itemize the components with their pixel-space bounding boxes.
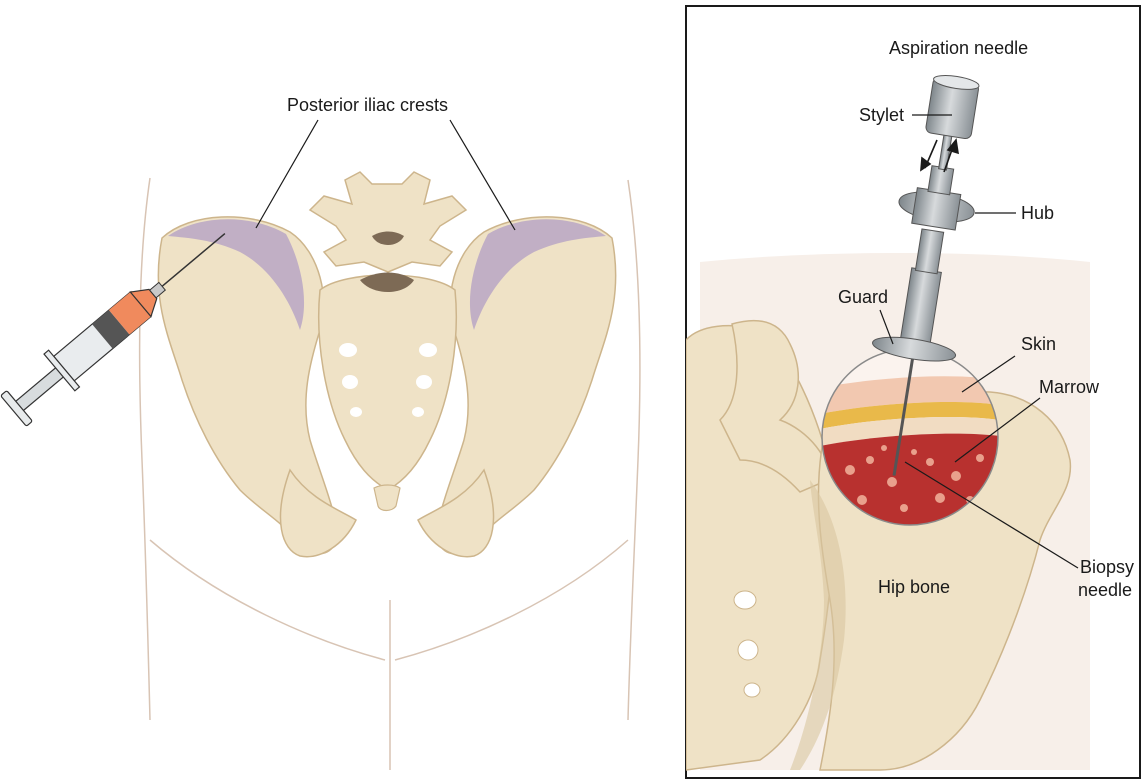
sacral-foramen <box>342 375 358 389</box>
buttock-crease-right <box>395 540 628 660</box>
skin-label: Skin <box>1021 334 1056 354</box>
lumbar-vertebra <box>310 172 466 272</box>
hip-bone-label: Hip bone <box>878 577 950 597</box>
sacral-foramen <box>416 375 432 389</box>
posterior-iliac-crests-label: Posterior iliac crests <box>287 95 448 115</box>
marrow-label: Marrow <box>1039 377 1100 397</box>
sacral-foramen <box>412 407 424 417</box>
guard-label: Guard <box>838 287 888 307</box>
inset-sacral-foramen <box>734 591 756 609</box>
biopsy-needle-label-line2: needle <box>1078 580 1132 600</box>
aspiration-needle-label: Aspiration needle <box>889 38 1028 58</box>
hub-label: Hub <box>1021 203 1054 223</box>
inset-sacral-foramen <box>738 640 758 660</box>
sacral-foramen <box>339 343 357 357</box>
sacrum <box>319 275 457 490</box>
buttock-crease-left <box>150 540 385 660</box>
needle-hub-neck <box>928 166 954 195</box>
coccyx <box>374 485 400 511</box>
needle-hub-body <box>912 188 961 230</box>
biopsy-needle-label-line1: Biopsy <box>1080 557 1134 577</box>
stylet-label: Stylet <box>859 105 904 125</box>
inset-sacral-foramen <box>744 683 760 697</box>
body-outline-right <box>628 180 640 720</box>
sacral-foramen <box>350 407 362 417</box>
posterior-pelvis-illustration <box>140 172 640 770</box>
posterior-iliac-crests-leader-left <box>256 120 318 228</box>
body-outline-left <box>140 178 150 720</box>
sacral-foramen <box>419 343 437 357</box>
